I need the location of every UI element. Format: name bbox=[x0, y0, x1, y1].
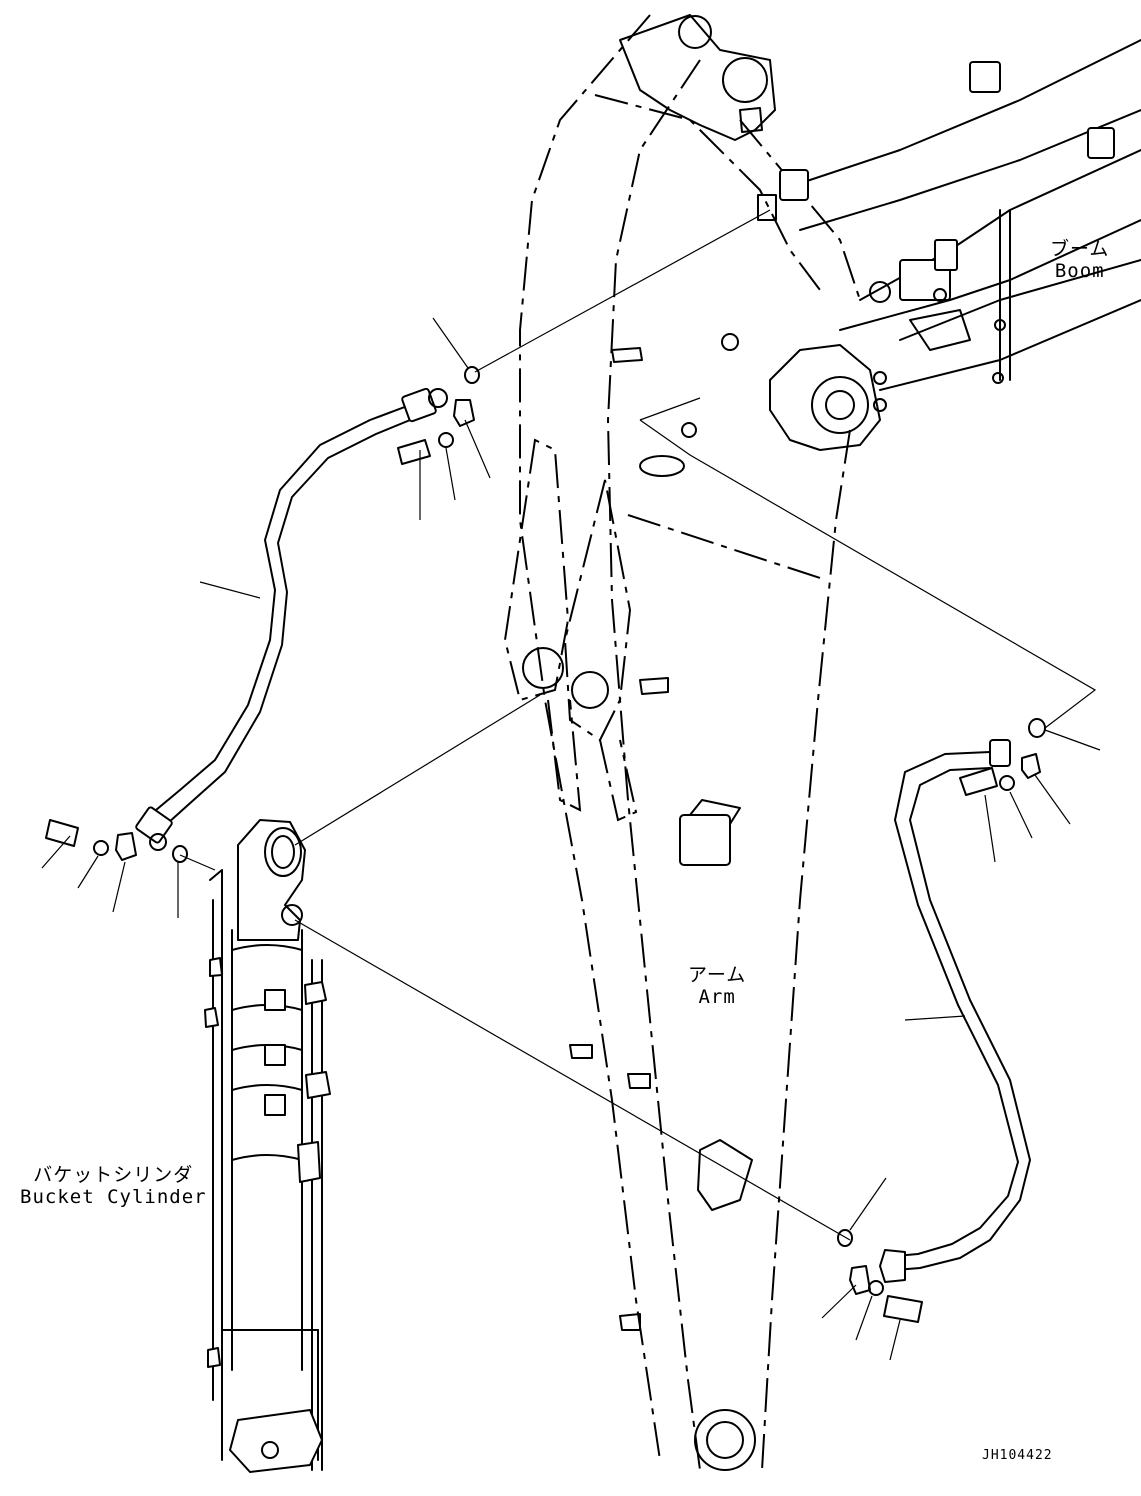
boom-label-jp: ブーム bbox=[1050, 238, 1110, 260]
bucket-cylinder bbox=[204, 819, 331, 1473]
arm-label: アーム Arm bbox=[688, 964, 746, 1008]
arm-label-jp: アーム bbox=[688, 964, 747, 986]
right-hose bbox=[837, 718, 1046, 1323]
leader-lines bbox=[41, 209, 1101, 1361]
bucket-cylinder-label-jp: バケットシリンダ bbox=[33, 1164, 194, 1186]
bucket-link bbox=[503, 438, 638, 822]
boom-body bbox=[619, 14, 1141, 451]
boom-label: ブーム Boom bbox=[1050, 238, 1109, 282]
arm-body bbox=[519, 14, 861, 1471]
arm-label-en: Arm bbox=[698, 986, 736, 1008]
boom-label-en: Boom bbox=[1054, 260, 1105, 282]
bucket-cylinder-label-en: Bucket Cylinder bbox=[20, 1186, 207, 1208]
drawing-code: JH104422 bbox=[982, 1448, 1053, 1463]
left-hose bbox=[45, 366, 480, 863]
bucket-cylinder-label: バケットシリンダ Bucket Cylinder bbox=[20, 1164, 207, 1208]
